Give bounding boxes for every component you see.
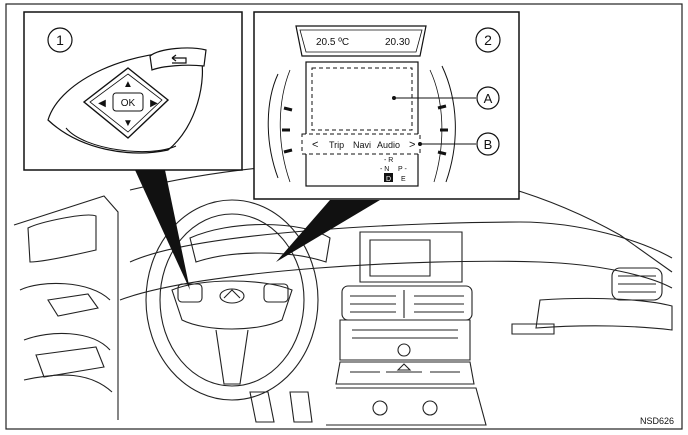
center-vents <box>342 286 472 320</box>
glovebox-handle <box>512 324 554 334</box>
figure-code: NSD626 <box>640 416 674 426</box>
gear-n: - N <box>380 166 389 173</box>
door-frame <box>14 196 118 420</box>
gear-d: D <box>386 176 391 183</box>
up-arrow-icon[interactable]: ▲ <box>123 79 133 90</box>
label-b: B <box>484 137 493 152</box>
side-mirror <box>28 215 96 262</box>
panel-steering-switch: 1 OK ▲ ▼ ◀ ▶ <box>24 12 242 170</box>
menu-prev-icon[interactable]: < <box>312 139 318 151</box>
right-arrow-icon[interactable]: ▶ <box>150 98 158 109</box>
gear-e: E <box>401 176 406 183</box>
wheel-hub <box>172 281 292 329</box>
menu-item-navi[interactable]: Navi <box>353 140 371 150</box>
clock-readout: 20.30 <box>385 37 410 48</box>
ok-label: OK <box>121 98 136 109</box>
label-a: A <box>484 91 493 106</box>
center-console <box>326 388 486 425</box>
wheel-lower-spoke <box>216 330 248 384</box>
callout-pointer-1 <box>135 170 190 290</box>
menu-item-audio[interactable]: Audio <box>377 140 400 150</box>
panel-2-number: 2 <box>484 32 492 48</box>
gear-p: P - <box>398 166 407 173</box>
door-handle <box>48 294 98 316</box>
panel-1-number: 1 <box>56 32 64 48</box>
menu-next-icon[interactable]: > <box>409 139 415 151</box>
dashboard-top <box>130 222 672 262</box>
gear-r: - R <box>384 157 393 164</box>
audio-knob <box>398 344 410 356</box>
infiniti-logo-icon <box>220 289 244 303</box>
left-arrow-icon[interactable]: ◀ <box>98 98 106 109</box>
temperature-readout: 20.5 ºC <box>316 37 349 48</box>
glovebox-line <box>536 298 672 330</box>
menu-item-trip[interactable]: Trip <box>329 140 344 150</box>
down-arrow-icon[interactable]: ▼ <box>123 118 133 129</box>
audio-panel <box>340 320 470 360</box>
